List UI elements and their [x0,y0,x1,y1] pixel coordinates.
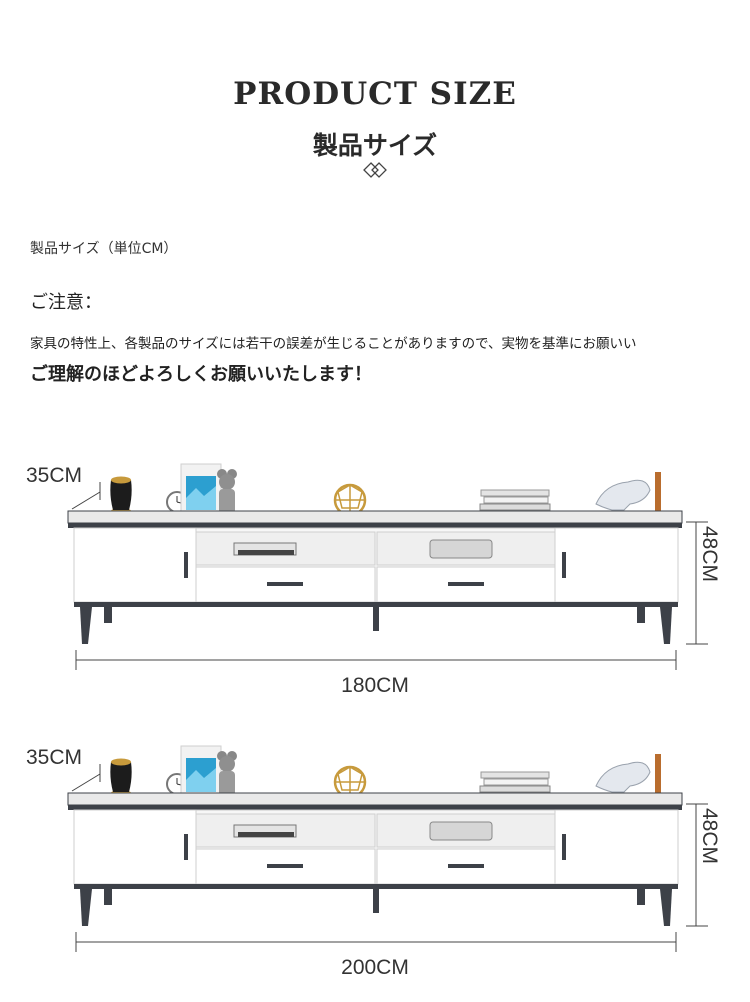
picture-frame-decor [180,745,222,797]
depth-dimension-label: 35CM [26,464,83,487]
tv-stand-diagram-180: 35CM 48CM 180CM [0,460,750,720]
picture-frame-decor [180,463,222,515]
bull-sculpture-decor [587,754,661,799]
width-dimension-label: 200CM [341,956,409,979]
height-dimension-label: 48CM [698,808,721,865]
bear-figure-decor [217,469,237,514]
vase-decor [110,758,132,796]
diamond-ornament-icon [363,162,387,178]
bull-sculpture-decor [587,472,661,517]
page-title: PRODUCT SIZE [233,76,517,112]
depth-dimension-label: 35CM [26,746,83,769]
height-dimension-label: 48CM [698,526,721,583]
notice-text-line1: 家具の特性上、各製品のサイズには若干の誤差が生じることがありますので、実物を基準… [30,336,637,352]
page-subtitle: 製品サイズ [312,131,438,160]
width-dimension-label: 180CM [341,674,409,697]
notice-heading: ご注意： [30,292,102,313]
notice-text-line2: ご理解のほどよろしくお願いいたします！ [30,364,372,385]
vase-decor [110,476,132,514]
tv-stand-drawing [67,745,708,952]
bear-figure-decor [217,751,237,796]
size-unit-label: 製品サイズ（単位CM） [30,241,178,257]
tv-stand-drawing [67,463,708,670]
tv-stand-diagram-200: 35CM 48CM 200CM [0,742,750,1002]
